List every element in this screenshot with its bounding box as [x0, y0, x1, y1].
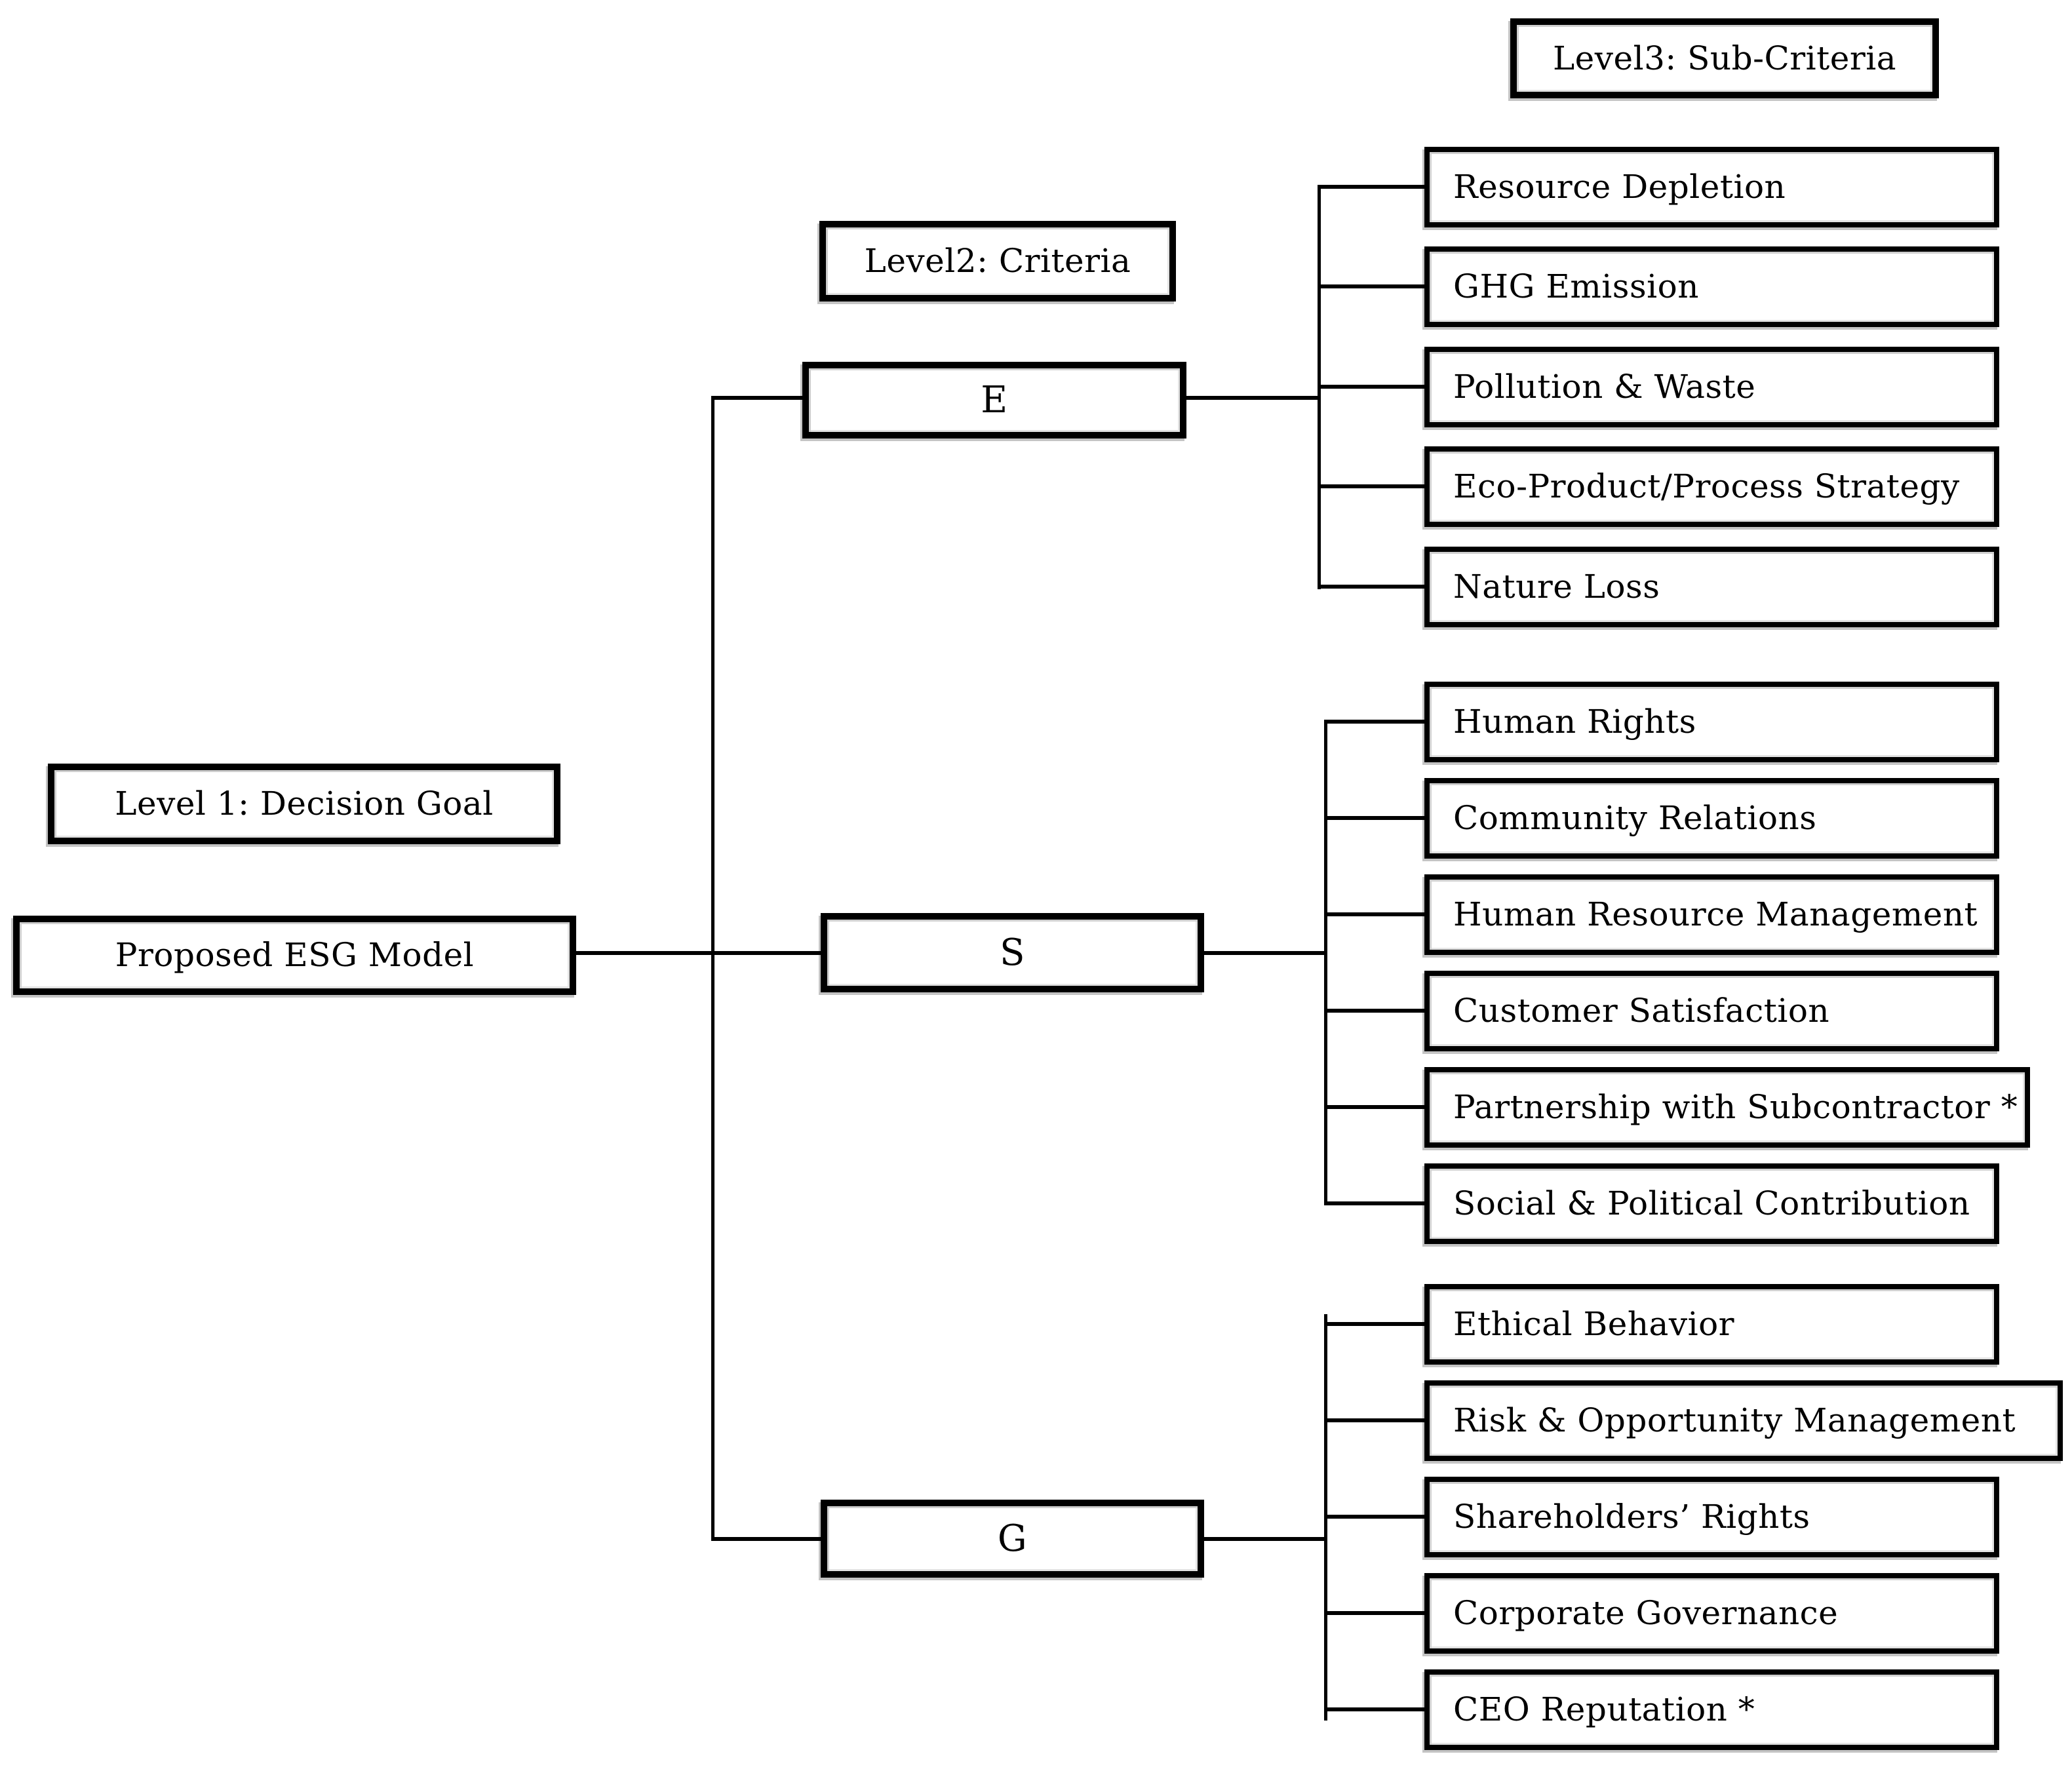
criterion-box-g: G — [821, 1500, 1204, 1578]
subcriterion-box-partnership-with-subcontractor: Partnership with Subcontractor * — [1424, 1067, 2030, 1148]
subcriterion-box-pollution-waste: Pollution & Waste — [1424, 347, 1999, 427]
connector-s-to-branch — [1204, 951, 1327, 955]
connector-s-sub-2 — [1324, 816, 1424, 820]
goal-box: Proposed ESG Model — [13, 916, 576, 995]
subcriterion-box-resource-depletion: Resource Depletion — [1424, 147, 1999, 227]
connector-g-sub-1 — [1324, 1322, 1424, 1326]
connector-trunk-to-g — [711, 1537, 821, 1541]
subcriterion-box-nature-loss: Nature Loss — [1424, 547, 1999, 627]
trunk-line — [711, 396, 714, 1541]
subcriterion-box-corporate-governance: Corporate Governance — [1424, 1573, 1999, 1654]
subcriterion-box-ceo-reputation: CEO Reputation * — [1424, 1669, 1999, 1750]
subcriterion-box-human-resource-management: Human Resource Management — [1424, 874, 1999, 955]
connector-e-sub-3 — [1318, 385, 1424, 389]
subcriterion-box-shareholders-rights: Shareholders’ Rights — [1424, 1477, 1999, 1557]
connector-e-to-branch — [1186, 396, 1321, 400]
criterion-box-e: E — [802, 362, 1186, 438]
subcriterion-box-risk-opportunity-management: Risk & Opportunity Management — [1424, 1380, 2063, 1461]
connector-e-sub-4 — [1318, 484, 1424, 488]
subcriterion-box-ethical-behavior: Ethical Behavior — [1424, 1284, 1999, 1365]
connector-g-to-branch — [1204, 1537, 1327, 1541]
level3-label-box: Level3: Sub-Criteria — [1510, 18, 1939, 98]
branch-line-s — [1324, 720, 1327, 1205]
level2-label-box: Level2: Criteria — [819, 221, 1176, 302]
level1-label-box: Level 1: Decision Goal — [48, 764, 560, 844]
connector-s-sub-5 — [1324, 1105, 1424, 1109]
subcriterion-box-eco-product-process-strategy: Eco-Product/Process Strategy — [1424, 446, 1999, 527]
connector-s-sub-4 — [1324, 1009, 1424, 1013]
connector-goal-to-s — [576, 951, 821, 955]
connector-e-sub-5 — [1318, 585, 1424, 589]
connector-g-sub-5 — [1324, 1707, 1424, 1711]
connector-g-sub-4 — [1324, 1611, 1424, 1615]
subcriterion-box-ghg-emission: GHG Emission — [1424, 246, 1999, 327]
connector-s-sub-3 — [1324, 912, 1424, 916]
connector-s-sub-1 — [1324, 720, 1424, 724]
connector-g-sub-2 — [1324, 1418, 1424, 1422]
connector-g-sub-3 — [1324, 1515, 1424, 1519]
criterion-box-s: S — [821, 913, 1204, 992]
connector-s-sub-6 — [1324, 1201, 1424, 1205]
subcriterion-box-social-political-contribution: Social & Political Contribution — [1424, 1163, 1999, 1244]
subcriterion-box-community-relations: Community Relations — [1424, 778, 1999, 859]
connector-e-sub-1 — [1318, 185, 1424, 189]
subcriterion-box-human-rights: Human Rights — [1424, 682, 1999, 762]
connector-e-sub-2 — [1318, 284, 1424, 288]
connector-trunk-to-e — [711, 396, 802, 400]
subcriterion-box-customer-satisfaction: Customer Satisfaction — [1424, 971, 1999, 1051]
